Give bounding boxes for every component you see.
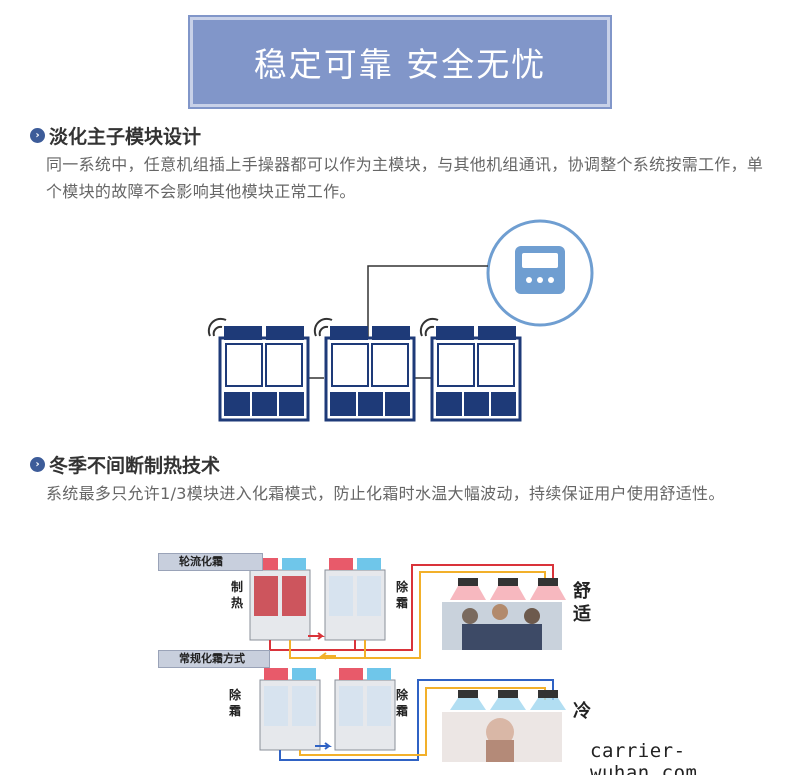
label-defrost-bottom-1b: 霜: [228, 704, 241, 718]
unit-defrost-bottom-1: [259, 668, 321, 751]
label-heating-1: 制: [230, 580, 243, 594]
ceiling-unit-top: [450, 578, 566, 600]
section1-body: 同一系统中，任意机组插上手操器都可以作为主模块，与其他机组通讯，协调整个系统按需…: [46, 155, 764, 201]
section1-title: 淡化主子模块设计: [49, 126, 202, 148]
unit-heating-top: [249, 558, 311, 641]
unit-defrost-bottom-2: [334, 668, 396, 751]
controller-icon: [486, 219, 594, 327]
module-network-diagram: [207, 219, 594, 422]
unit-module-1: [218, 326, 310, 422]
defrost-comparison-diagram: [249, 558, 566, 762]
label-defrost-bottom-1a: 除: [228, 688, 241, 702]
chevron-right-icon: ›: [30, 457, 45, 472]
header-banner: 稳定可靠 安全无忧: [190, 17, 610, 107]
site-watermark: carrier-wuhan.com: [590, 740, 698, 775]
wifi-icon: [207, 317, 227, 337]
ceiling-unit-bottom: [450, 690, 566, 710]
tag-conventional-defrost: 常规化霜方式: [158, 650, 270, 668]
label-defrost-top-2: 霜: [395, 596, 408, 610]
section2-title: 冬季不间断制热技术: [49, 455, 221, 477]
label-comfort-1: 舒: [573, 581, 591, 602]
unit-module-2: [324, 326, 416, 422]
unit-defrost-top: [324, 558, 386, 641]
wifi-icon: [419, 317, 439, 337]
chevron-right-icon: ›: [30, 128, 45, 143]
label-defrost-bottom-2b: 霜: [395, 704, 408, 718]
label-cold: 冷: [573, 701, 591, 722]
unit-module-3: [430, 326, 522, 422]
section2-body: 系统最多只允许1/3模块进入化霜模式，防止化霜时水温大幅波动，持续保证用户使用舒…: [46, 484, 725, 503]
label-heating-2: 热: [230, 596, 243, 610]
label-comfort-2: 适: [573, 604, 591, 625]
label-defrost-bottom-2a: 除: [395, 688, 408, 702]
control-wire: [367, 265, 488, 338]
wifi-icon: [313, 317, 333, 337]
label-defrost-top-1: 除: [395, 580, 408, 594]
tag-rotating-defrost: 轮流化霜: [158, 553, 263, 571]
section1-heading: › 淡化主子模块设计: [30, 122, 201, 149]
banner-title: 稳定可靠 安全无忧: [253, 45, 547, 84]
section2-heading: › 冬季不间断制热技术: [30, 451, 220, 478]
